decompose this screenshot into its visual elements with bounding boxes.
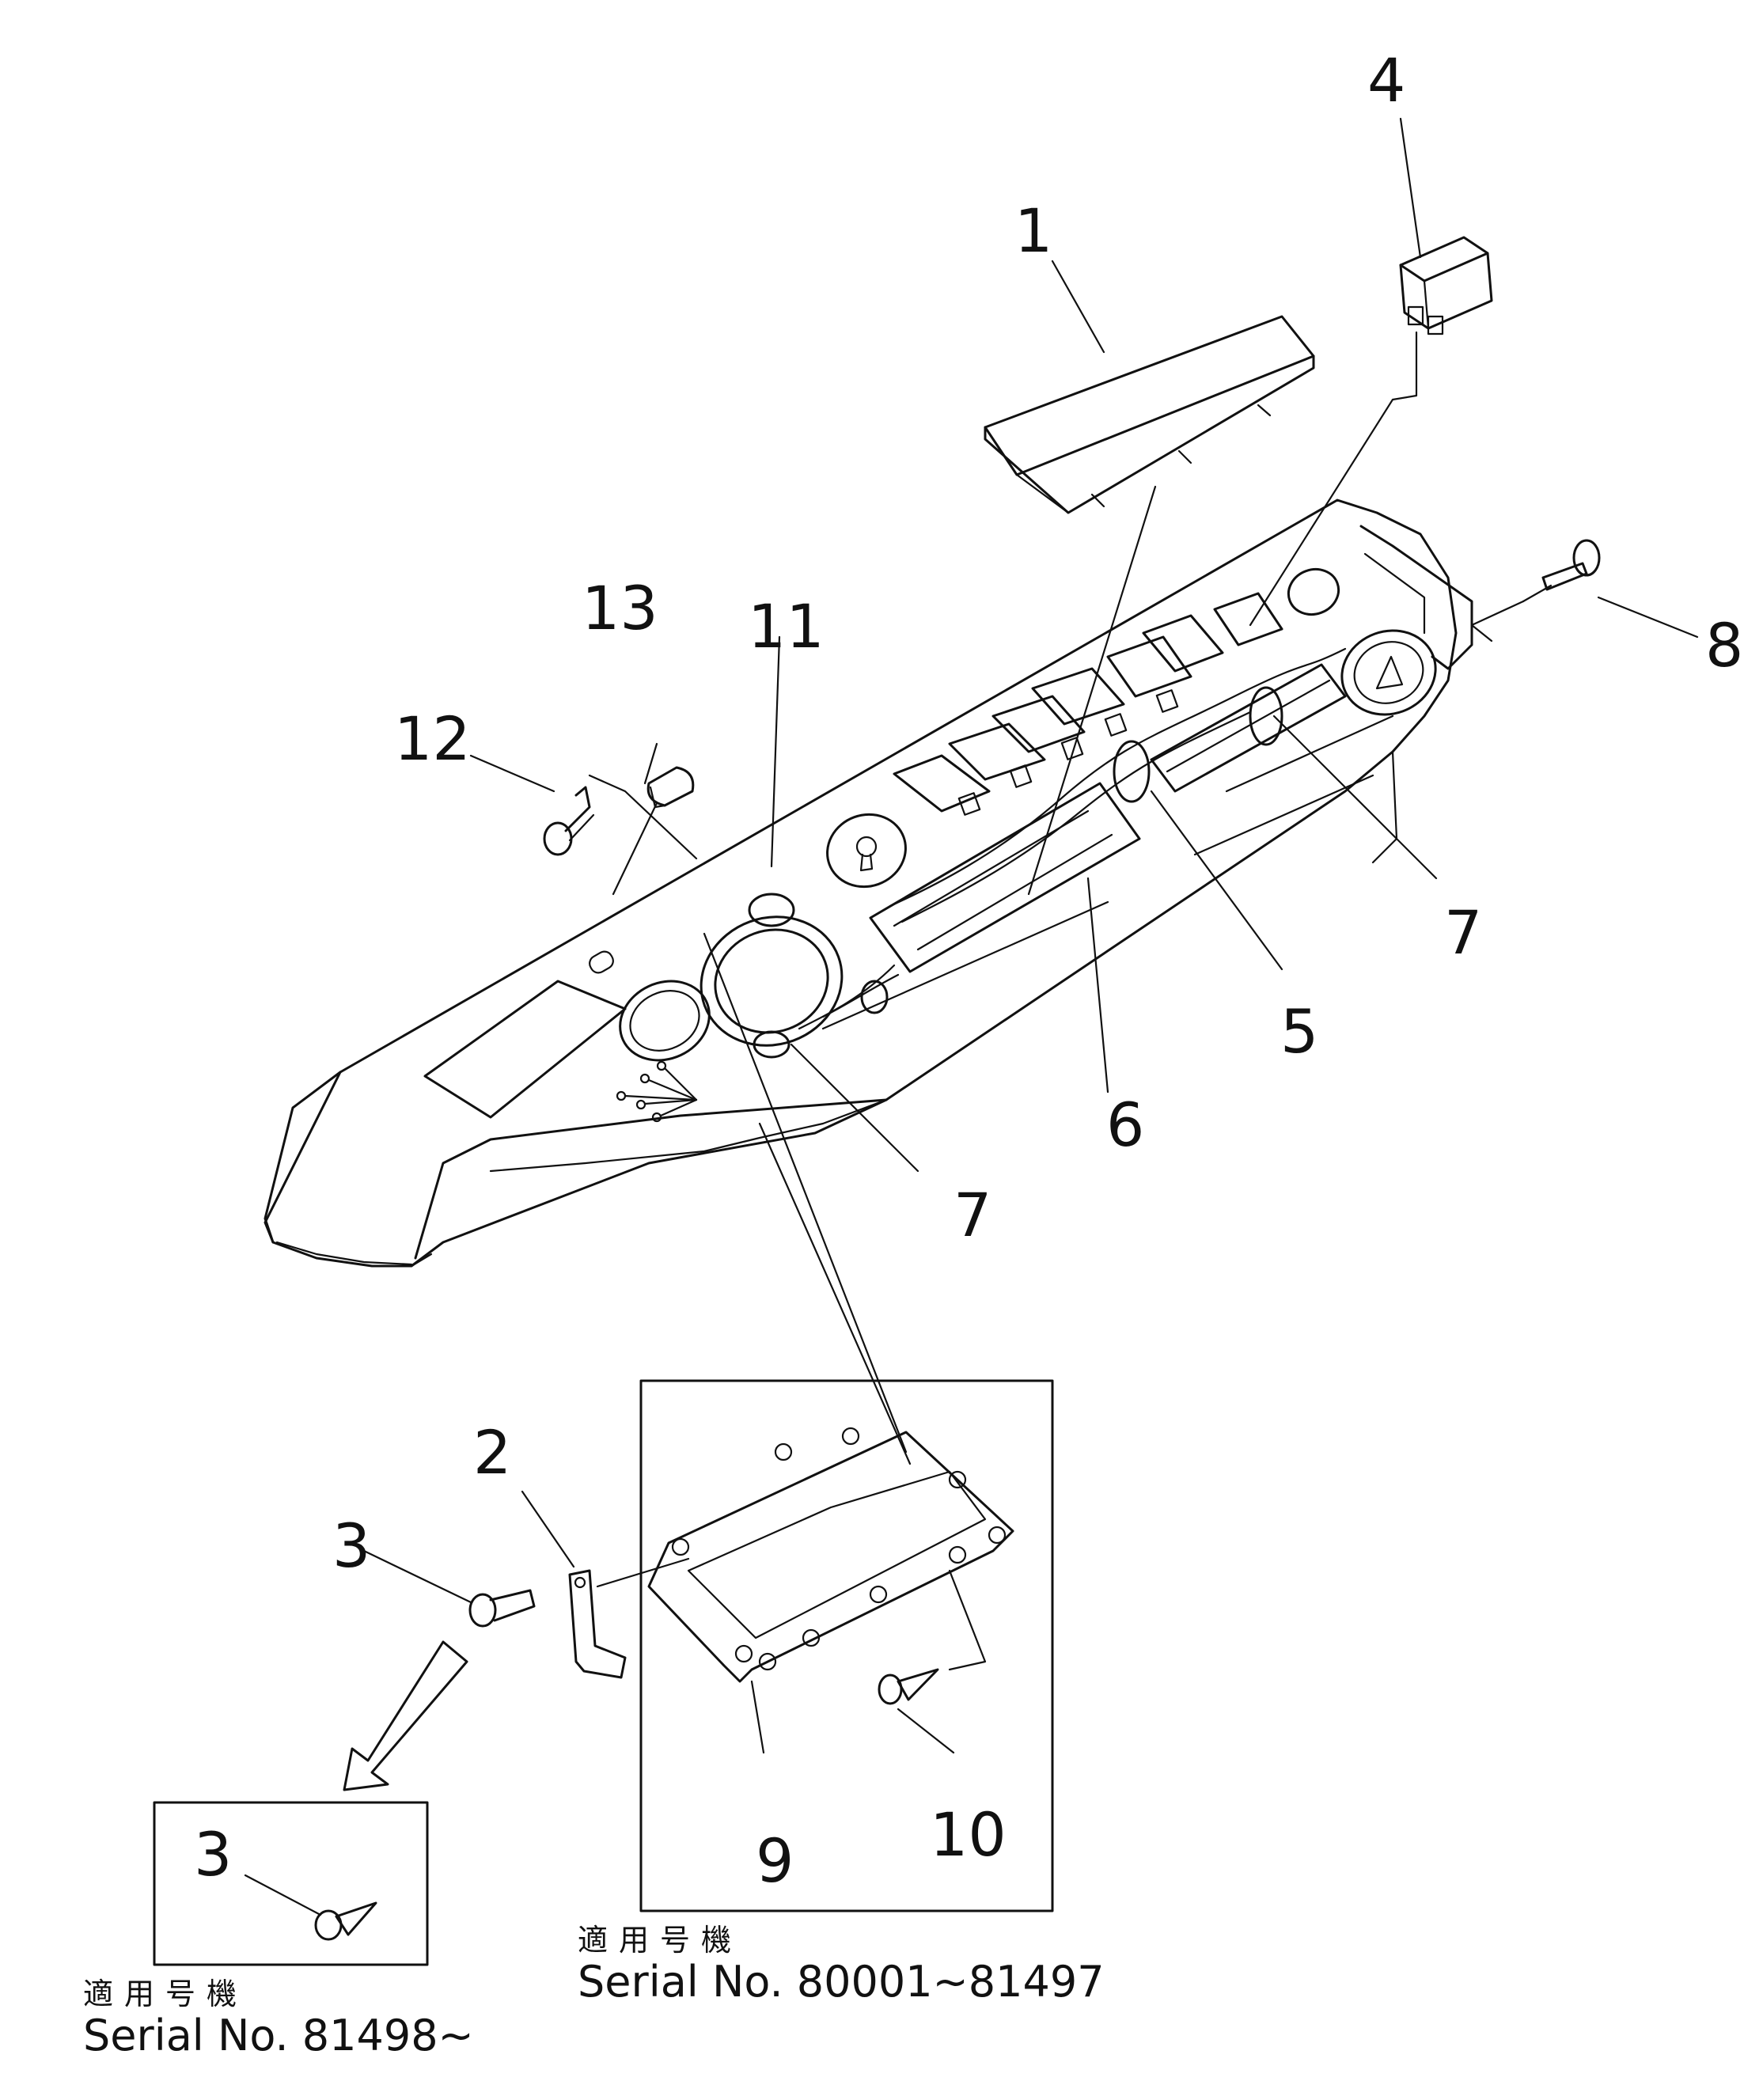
applicable-label-jp: 適用号機	[578, 1923, 743, 1958]
serial-range: Serial No. 81498~	[83, 2010, 474, 2060]
callout-1: 1	[1014, 195, 1052, 266]
inset-box-center	[639, 1379, 1054, 1912]
callout-10: 10	[930, 1799, 1007, 1870]
callout-numbers: 1 4 8 12 13 11 7 5 6 7 2 3 9 10 3	[194, 45, 1743, 1896]
screw-part-12	[543, 786, 595, 856]
callout-8: 8	[1705, 610, 1743, 680]
callout-9: 9	[756, 1825, 794, 1896]
callout-12: 12	[394, 703, 471, 774]
bolt-part-8	[1541, 539, 1601, 591]
cover-part-1	[984, 315, 1315, 514]
applicable-label-jp: 適用号機	[83, 1977, 248, 2011]
knob-part-13	[646, 766, 695, 809]
callout-3-inset: 3	[194, 1819, 232, 1890]
callout-3: 3	[332, 1511, 370, 1581]
bracket-part-2	[568, 1569, 627, 1679]
arrow-to-alternative	[343, 1640, 468, 1791]
callout-11: 11	[748, 591, 825, 661]
inset-box-left	[153, 1801, 429, 1966]
serial-range: Serial No. 80001~81497	[578, 1956, 1105, 2007]
switch-part-4	[1399, 236, 1493, 335]
applicability-note-left: 適用号機 Serial No. 81498~	[83, 1977, 474, 2060]
leader-lines	[244, 117, 1699, 1916]
applicability-note-center: 適用号機 Serial No. 80001~81497	[578, 1924, 1105, 2007]
callout-2: 2	[473, 1417, 511, 1488]
callout-7-right: 7	[1444, 897, 1482, 968]
callout-13: 13	[582, 573, 658, 643]
dashboard-panel	[264, 498, 1473, 1268]
callout-6: 6	[1106, 1090, 1144, 1160]
callout-4: 4	[1367, 45, 1405, 116]
callout-7-left: 7	[954, 1180, 991, 1250]
callout-5: 5	[1280, 996, 1318, 1067]
screw-part-3	[468, 1589, 536, 1628]
